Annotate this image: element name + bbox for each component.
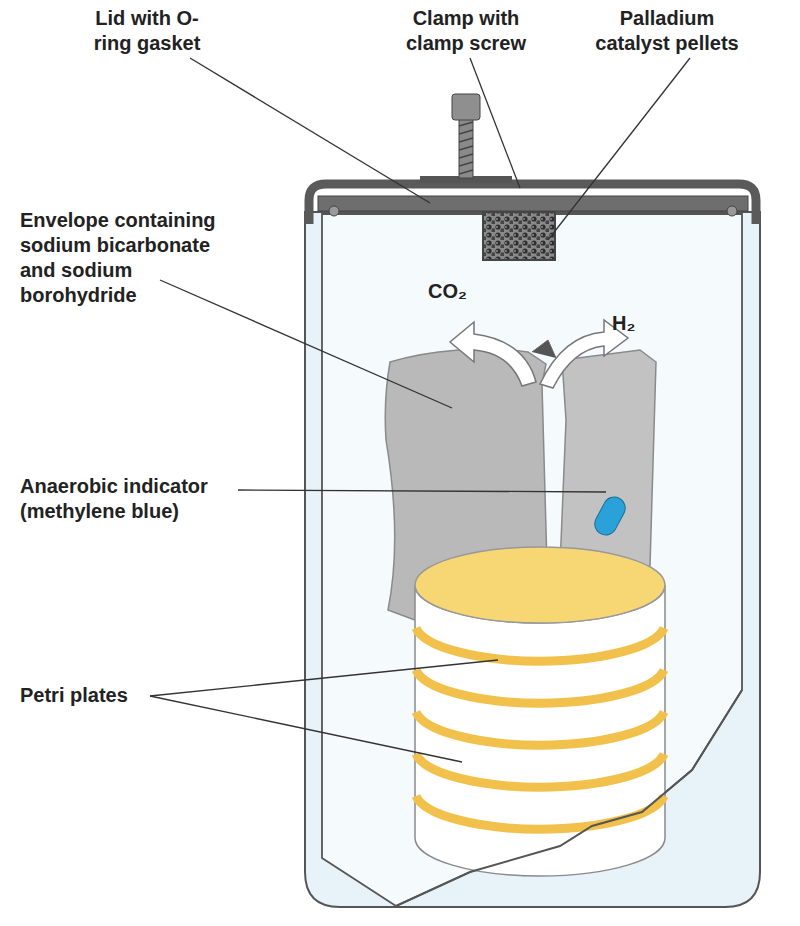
callout-label: Envelope containing sodium bicarbonate a… xyxy=(20,208,235,308)
o-ring xyxy=(329,206,339,216)
screw-thread xyxy=(459,122,473,174)
screw-head xyxy=(452,94,480,120)
callout-label: CO₂ xyxy=(428,279,488,304)
jar-cut-edge xyxy=(396,690,742,906)
jar-glass xyxy=(305,212,760,907)
petri-top xyxy=(415,547,665,623)
callout-label: H₂ xyxy=(612,311,672,336)
clamp-screw xyxy=(459,118,473,178)
callout-label: Palladium catalyst pellets xyxy=(583,6,751,56)
leader-lines xyxy=(150,58,690,762)
petri-stripes xyxy=(416,628,664,829)
callout-label: Clamp with clamp screw xyxy=(391,6,541,56)
clamp-frame xyxy=(309,184,756,224)
jar-inner xyxy=(322,214,742,906)
callout-label: Petri plates xyxy=(20,683,220,708)
co2-arrow xyxy=(450,322,536,386)
petri-stack xyxy=(415,585,665,876)
o-ring xyxy=(727,206,737,216)
envelope-tear xyxy=(532,340,556,358)
callout-label: Anaerobic indicator (methylene blue) xyxy=(20,474,235,524)
catalyst-basket xyxy=(483,212,555,260)
callout-label: Lid with O-ring gasket xyxy=(77,6,217,56)
lid xyxy=(318,196,748,211)
indicator-capsule xyxy=(591,493,629,539)
